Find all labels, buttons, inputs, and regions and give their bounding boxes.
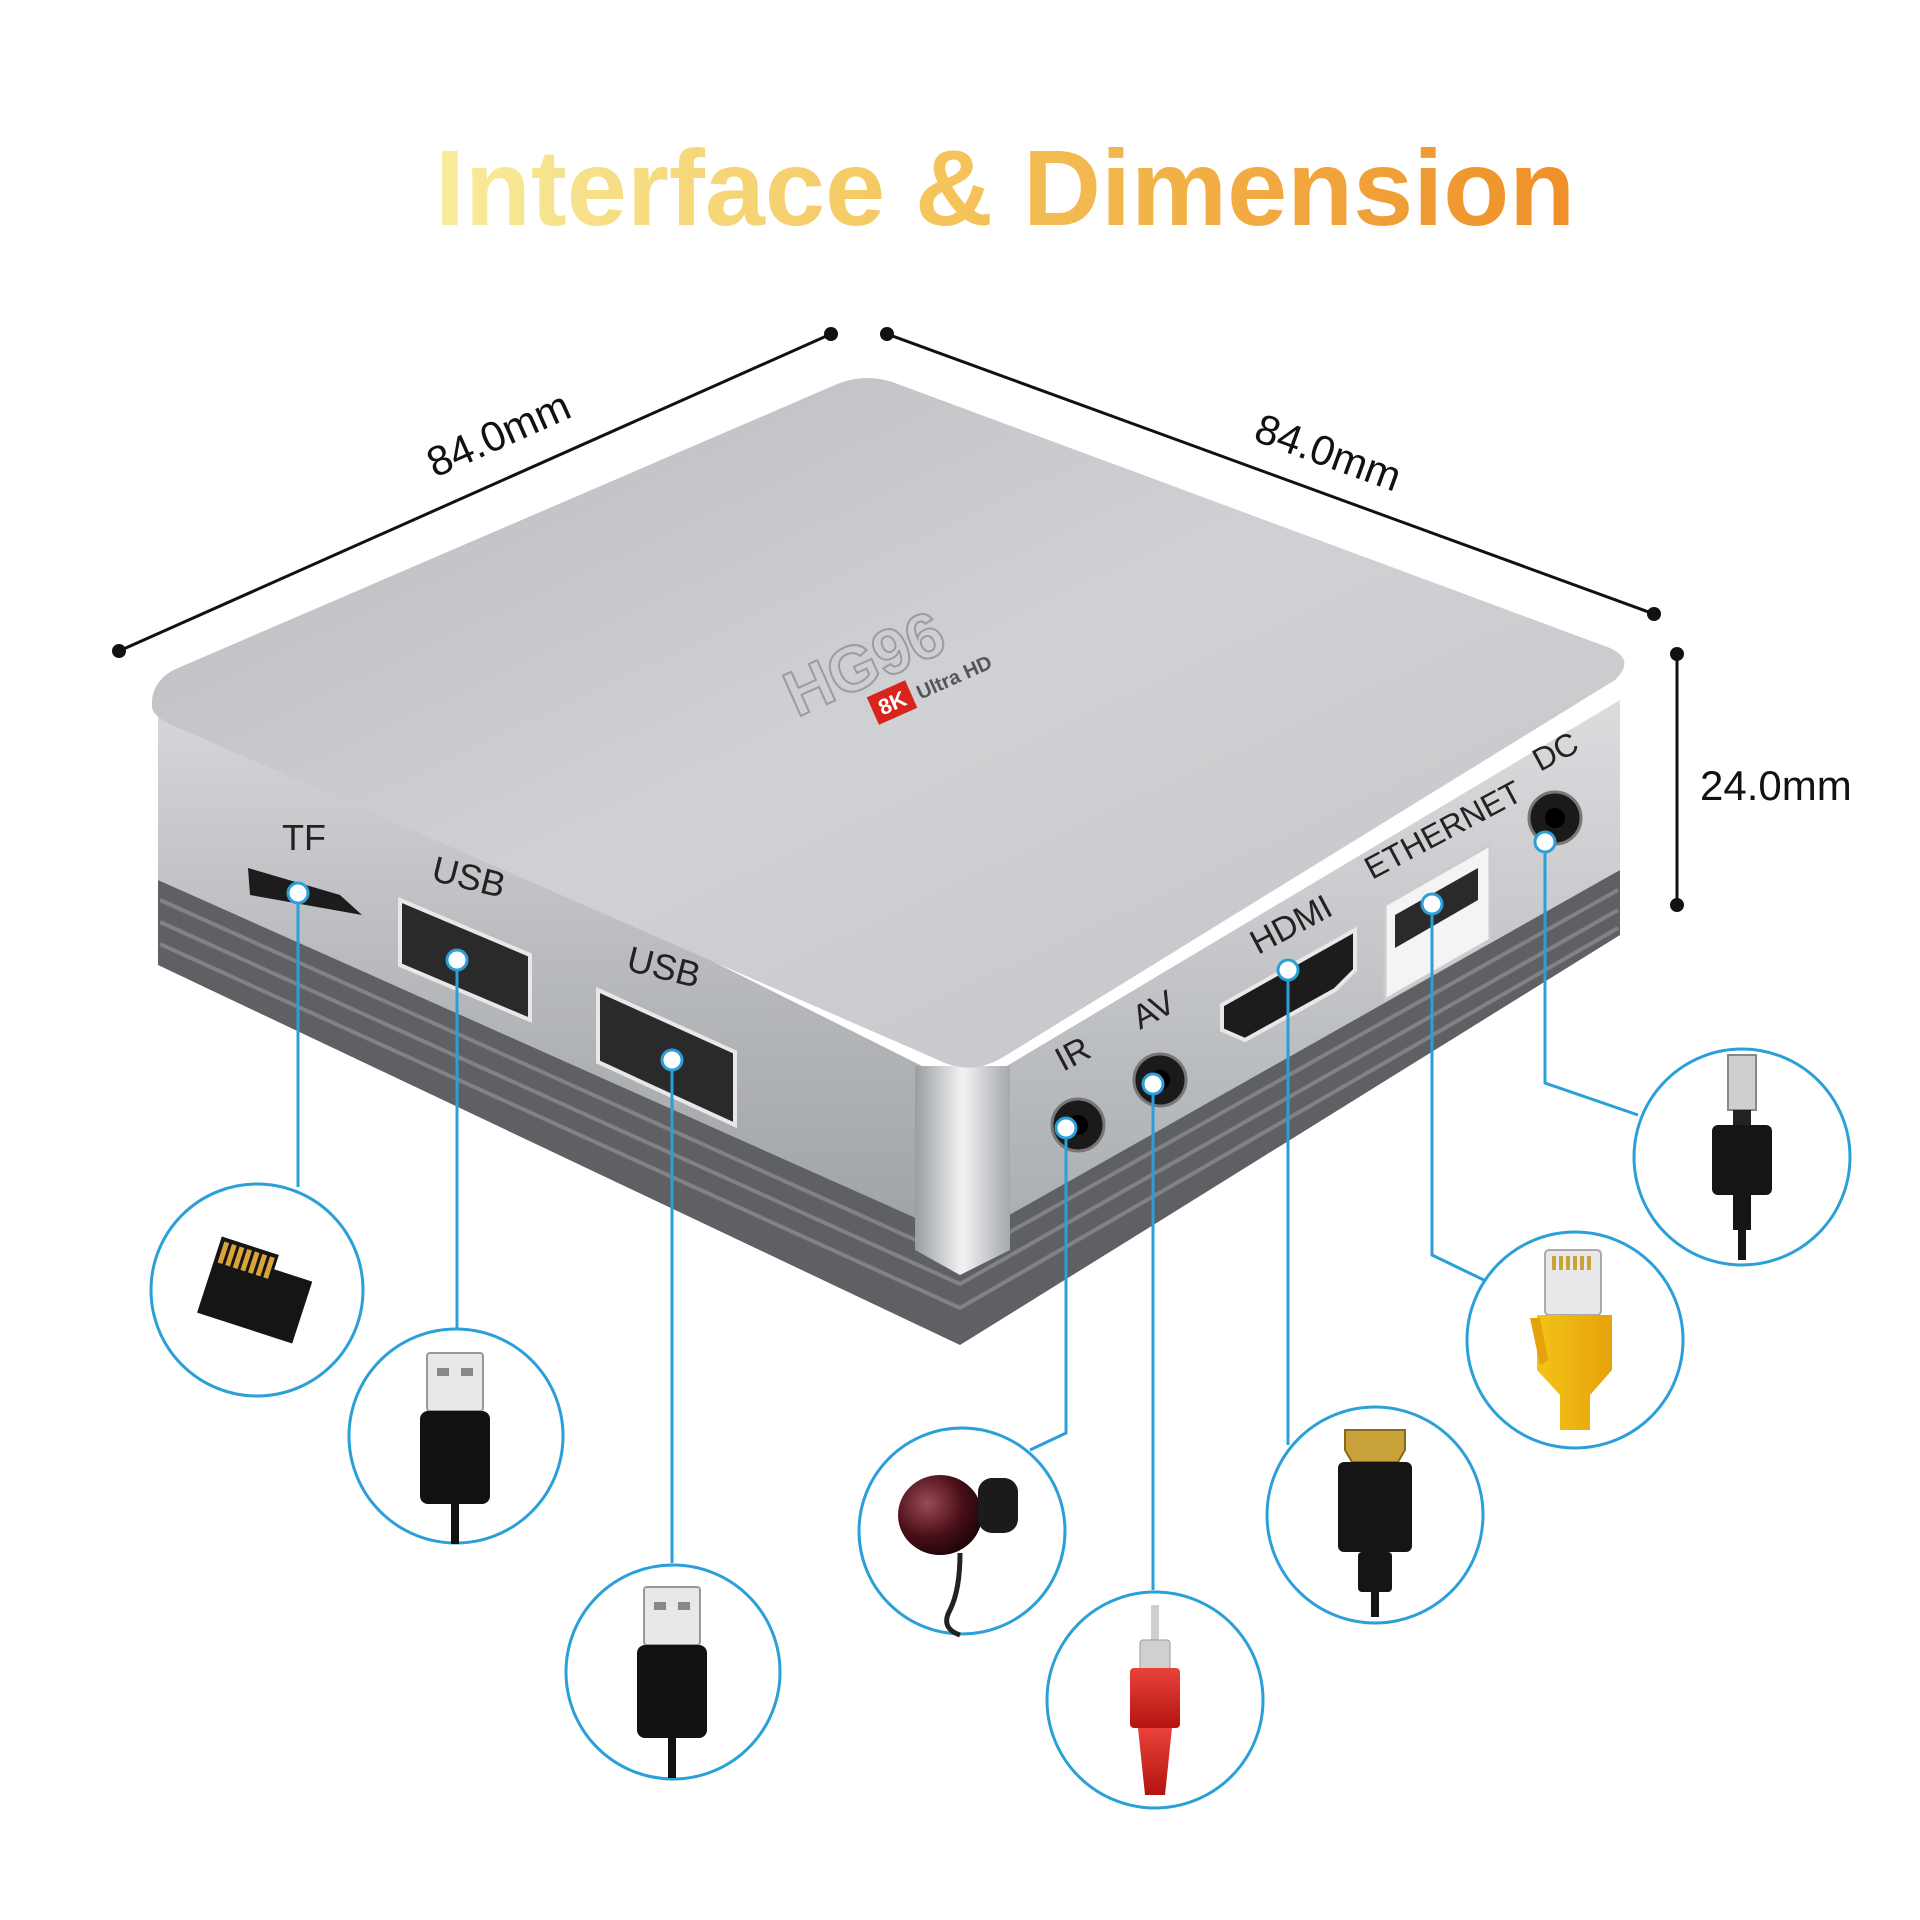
ethernet-callout bbox=[1465, 1230, 1685, 1450]
callout-lines bbox=[296, 842, 1639, 1590]
width-dimension-label: 84.0mm bbox=[420, 382, 578, 487]
ir-callout bbox=[857, 1426, 1067, 1638]
dimension-lines bbox=[118, 332, 1679, 905]
device-front-face bbox=[157, 690, 965, 1240]
usb-plug-icon bbox=[637, 1586, 707, 1778]
dc-plug-icon bbox=[1712, 1054, 1772, 1260]
hdmi-plug-icon bbox=[1338, 1429, 1412, 1617]
av-callout bbox=[1045, 1590, 1265, 1810]
dc-callout bbox=[1632, 1047, 1852, 1267]
hdmi-callout bbox=[1265, 1405, 1485, 1625]
device-top-face bbox=[151, 377, 1625, 1068]
tf-callout bbox=[149, 1182, 365, 1398]
brand-badge-bg bbox=[866, 680, 918, 725]
micro-sd-card-icon bbox=[197, 1236, 313, 1344]
ir-receiver-icon bbox=[898, 1475, 1018, 1638]
usb-callout-2 bbox=[564, 1563, 782, 1781]
usb-plug-icon bbox=[420, 1352, 490, 1544]
height-dimension-label: 24.0mm bbox=[1700, 762, 1852, 809]
page-title: Interface & Dimension bbox=[435, 127, 1575, 248]
rj45-plug-icon bbox=[1530, 1249, 1612, 1430]
rca-plug-icon bbox=[1130, 1605, 1180, 1795]
usb-callout-1 bbox=[347, 1327, 565, 1545]
port-label-tf: TF bbox=[282, 817, 326, 858]
depth-dimension-label: 84.0mm bbox=[1249, 404, 1408, 500]
